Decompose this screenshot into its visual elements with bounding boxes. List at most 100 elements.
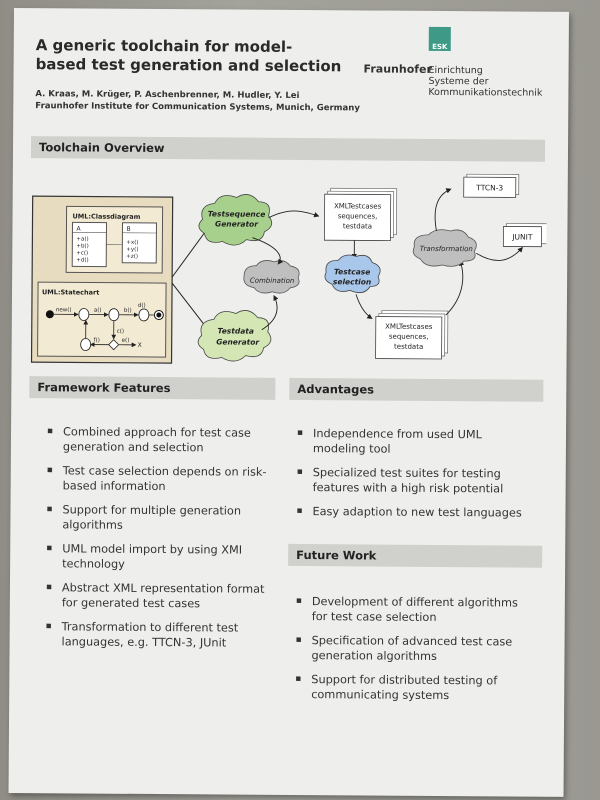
class-a-method: +d() (76, 257, 88, 263)
features-heading: Framework Features (29, 376, 276, 400)
fraunhofer-logo: Fraunhofer (363, 62, 433, 76)
xml-top-label: sequences, (338, 212, 378, 220)
list-item-line: Specialized test suites for testing (312, 466, 501, 481)
statechart-title: UML:Statechart (42, 288, 99, 296)
list-item-line: Combined approach for test case (62, 425, 251, 440)
list-item-line: languages, e.g. TTCN-3, JUnit (61, 635, 227, 650)
list-item: Test case selection depends on risk-base… (47, 463, 283, 495)
state-icon (80, 338, 92, 351)
sc-label: b() (124, 308, 132, 314)
logo-text-line: Einrichtung (428, 64, 483, 77)
list-item: Specification of advanced test casegener… (295, 633, 541, 665)
list-item-line: Development of different algorithms (311, 595, 519, 610)
classdiagram-title: UML:Classdiagram (73, 212, 141, 220)
sc-label: new() (56, 307, 72, 313)
list-item-line: Abstract XML representation format (61, 581, 265, 596)
sc-label: f() (94, 338, 100, 344)
class-b-method: +y() (126, 247, 138, 253)
authors-block: A. Kraas, M. Krüger, P. Aschenbrenner, M… (35, 88, 360, 114)
list-item: Easy adaption to new test languages (296, 504, 542, 521)
list-item-line: technology (62, 557, 125, 571)
state-icon (138, 308, 150, 322)
testsequence-label: Testsequence (208, 209, 266, 218)
list-item-line: for generated test cases (61, 596, 201, 611)
transformation-label: Transformation (420, 245, 473, 253)
xml-testcases-bottom (375, 316, 443, 360)
toolchain-diagram: UML:Classdiagram A +a() +b() +c() +d() B… (30, 173, 547, 364)
combination-cloud (243, 260, 300, 294)
esk-logo-text: ESK (432, 42, 448, 52)
testdata-label: Testdata (218, 326, 254, 335)
xml-testcases-top (323, 193, 392, 242)
testcase-selection-cloud (324, 254, 381, 294)
list-item-line: UML model import by using XMI (62, 542, 243, 557)
list-item-line: Support for multiple generation (62, 503, 242, 518)
list-item-line: Easy adaption to new test languages (312, 505, 522, 520)
overview-heading: Toolchain Overview (30, 136, 546, 162)
logo-text-line: Kommunikationstechnik (428, 86, 543, 99)
logo-text-line: Systeme der (428, 75, 489, 88)
combination-label: Combination (250, 277, 295, 285)
esk-logo-icon: ESK (428, 26, 451, 52)
sc-label: a() (94, 308, 102, 314)
junit-label: JUNIT (511, 232, 533, 241)
sc-label: c() (117, 329, 124, 335)
ttcn3-label: TTCN-3 (475, 183, 503, 192)
title-line-2: based test generation and selection (35, 55, 342, 76)
class-b-method: +z() (126, 254, 138, 260)
list-item-line: Specification of advanced test case (311, 634, 513, 649)
testcase-label: Testcase (334, 267, 370, 276)
list-item: Specialized test suites for testingfeatu… (297, 465, 543, 497)
list-item-line: modeling tool (312, 442, 391, 456)
future-heading: Future Work (288, 543, 543, 568)
xml-bottom-label: testdata (394, 343, 423, 351)
title-line-1: A generic toolchain for model- (35, 36, 293, 56)
class-a-method: +b() (76, 243, 88, 249)
list-item: Transformation to different testlanguage… (46, 619, 282, 651)
xml-bottom-label: XMLTestcases (385, 323, 433, 331)
sc-label: X (138, 342, 142, 349)
testcase-label: selection (333, 277, 371, 286)
list-item-line: algorithms (62, 518, 123, 532)
ttcn3-doc (463, 176, 517, 198)
class-a-method: +a() (76, 236, 88, 242)
list-item-line: based information (62, 479, 166, 494)
class-b-label: B (126, 226, 130, 233)
poster-title: A generic toolchain for model- based tes… (36, 36, 342, 76)
logo-text: Einrichtung Systeme der Kommunikationste… (428, 65, 542, 99)
list-item-line: communicating systems (311, 688, 450, 703)
testsequence-label: Generator (215, 219, 259, 228)
sc-label: d() (138, 303, 146, 309)
list-item: Support for distributed testing ofcommun… (295, 672, 541, 704)
features-list: Combined approach for test casegeneratio… (45, 424, 283, 660)
sc-label: e() (122, 338, 130, 344)
list-item: Support for multiple generationalgorithm… (46, 502, 282, 534)
list-item-line: Support for distributed testing of (311, 673, 498, 688)
initial-state-icon (45, 310, 54, 319)
class-a-label: A (76, 225, 81, 232)
xml-bottom-label: sequences, (389, 333, 429, 341)
list-item-line: for test case selection (311, 610, 437, 624)
class-a-method: +c() (76, 250, 88, 256)
testdata-label: Generator (216, 337, 260, 346)
list-item-line: generation algorithms (311, 649, 437, 663)
choice-icon (108, 339, 120, 351)
transformation-cloud (412, 229, 477, 267)
state-icon (78, 308, 90, 321)
advantages-heading: Advantages (289, 377, 544, 402)
list-item-line: Independence from used UML (312, 427, 482, 442)
list-item-line: features with a high risk potential (312, 481, 504, 496)
list-item-line: Transformation to different test (61, 620, 239, 635)
list-item-line: Test case selection depends on risk- (62, 464, 267, 479)
poster: A generic toolchain for model- based tes… (8, 8, 569, 797)
list-item-line: generation and selection (62, 440, 204, 455)
xml-top-label: testdata (343, 222, 372, 230)
state-icon (108, 308, 120, 322)
institute: Fraunhofer Institute for Communication S… (35, 101, 360, 114)
